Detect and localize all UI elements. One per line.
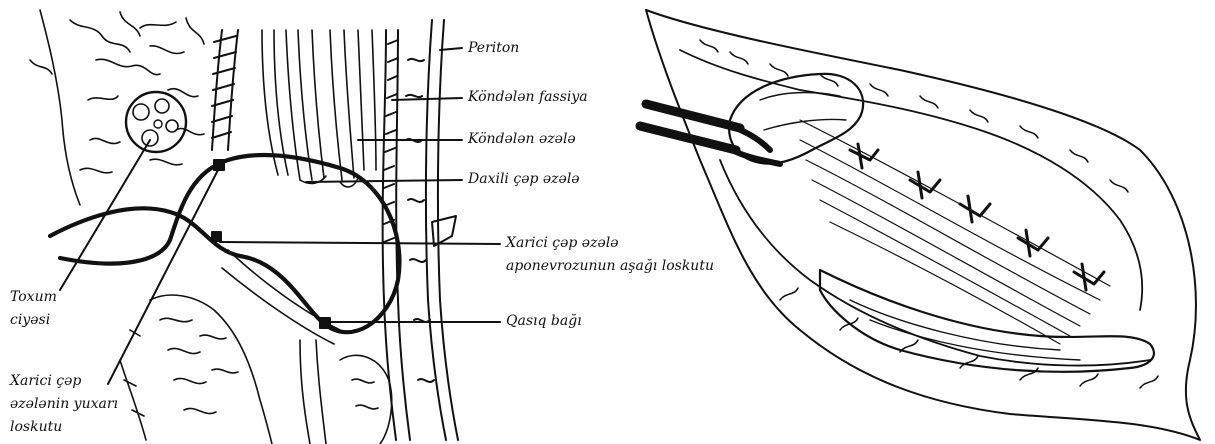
label-toxum-line2: ciyəsi [10, 309, 57, 332]
retractor-instrument [640, 104, 780, 164]
leader-kondelen-fassiya [392, 98, 462, 100]
label-xarici-yuxari-line3: loskutu [10, 416, 118, 439]
label-xarici-yuxari-line1: Xarici çəp [10, 370, 118, 393]
label-xarici-yuxari-line2: əzələnin yuxarı [10, 393, 118, 416]
right-surgical-field-drawing [640, 10, 1200, 440]
suture-knots [212, 160, 330, 328]
external-oblique-band [212, 30, 238, 150]
label-toxum-line1: Toxum [10, 286, 57, 309]
label-xarici-cep-line2: aponevrozunun aşağı loskutu [506, 255, 714, 278]
leader-xarici-yuxari [108, 170, 218, 384]
label-qasiq-bagi: Qasıq bağı [506, 313, 582, 330]
upper-flap [729, 74, 863, 164]
label-xarici-cep-line1: Xarici çəp əzələ [506, 232, 714, 255]
floor-muscle-fibers [800, 120, 1110, 344]
lower-tissue-texture [120, 250, 392, 444]
label-periton: Periton [468, 40, 519, 57]
incision-outline [646, 10, 1200, 440]
label-kondelen-fassiya: Köndələn fassiya [468, 89, 588, 106]
leader-toxum [60, 140, 150, 290]
label-toxum-ciyesi: Toxum ciyəsi [10, 286, 57, 332]
leader-periton [440, 48, 462, 50]
subcutaneous-fat-texture [30, 10, 204, 205]
spermatic-cord-drawing [126, 92, 186, 152]
leader-lines [60, 48, 500, 384]
label-kondelen-ezele: Köndələn əzələ [468, 131, 576, 148]
leader-xarici-cep-asagi [220, 242, 500, 244]
label-xarici-yuxari-loskutu: Xarici çəp əzələnin yuxarı loskutu [10, 370, 118, 439]
label-daxili-cep-ezele: Daxili çəp əzələ [468, 171, 580, 188]
label-xarici-cep-aponevroz: Xarici çəp əzələ aponevrozunun aşağı los… [506, 232, 714, 278]
